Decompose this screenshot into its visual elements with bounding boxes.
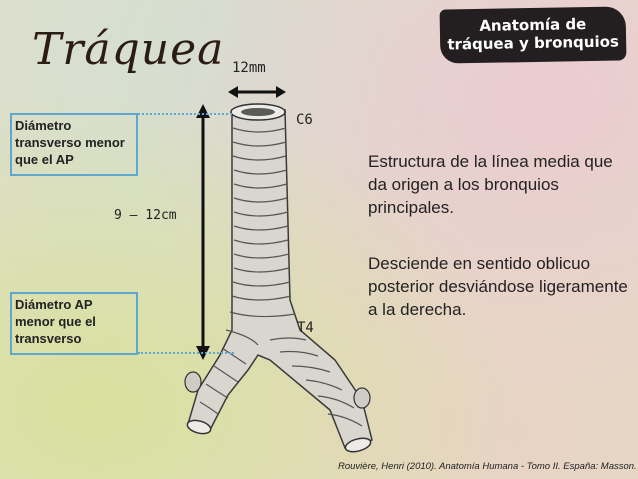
width-arrow — [228, 86, 286, 98]
source-citation: Rouvière, Henri (2010). Anatomía Humana … — [338, 461, 637, 472]
upper-dotted-leader — [138, 113, 232, 115]
length-arrow — [196, 104, 210, 360]
c6-vertebra-label: C6 — [296, 112, 313, 128]
t4-vertebra-label: T4 — [297, 320, 314, 336]
description-paragraph-1: Estructura de la línea media que da orig… — [368, 152, 613, 217]
trachea-drawing — [184, 103, 373, 453]
upper-diameter-note: Diámetro transverso menor que el AP — [10, 113, 138, 176]
lower-diameter-note: Diámetro AP menor que el transverso — [10, 292, 138, 355]
length-label: 9 – 12cm — [114, 208, 177, 223]
lower-dotted-leader — [138, 352, 234, 354]
slide-title: Tráquea — [32, 24, 225, 75]
description-paragraph-2: Desciende en sentido oblicuo posterior d… — [368, 254, 628, 319]
width-label: 12mm — [232, 60, 266, 76]
